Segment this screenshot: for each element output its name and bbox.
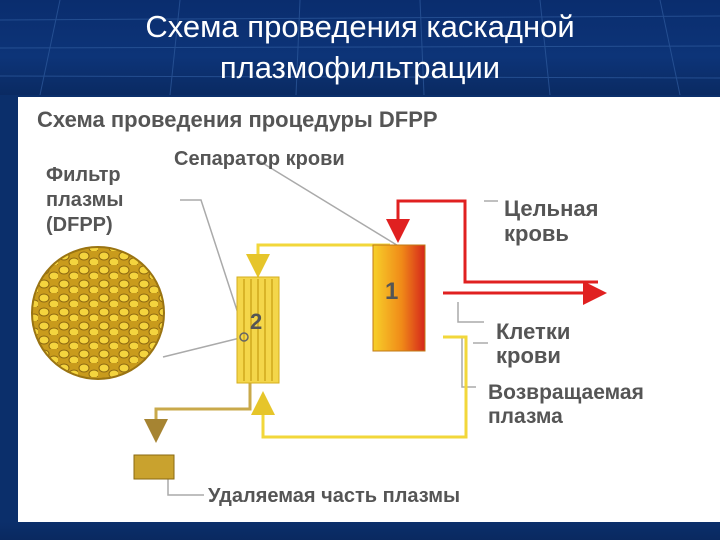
filter-number: 2 (250, 309, 262, 334)
diagram-panel: Схема проведения процедуры DFPP (18, 97, 720, 522)
blood-separator: 1 (372, 244, 426, 352)
removed-plasma-line (144, 365, 252, 443)
slide-title: Схема проведения каскадной плазмофильтра… (0, 6, 720, 88)
slide-title-line-1: Схема проведения каскадной (145, 9, 575, 44)
whole-blood-in-line (386, 199, 598, 284)
filter-membrane-closeup (31, 246, 165, 380)
returned-plasma-label-line-2: плазма (488, 405, 563, 428)
returned-plasma-label-line-1: Возвращаемая (488, 381, 644, 404)
header-grid-background (0, 0, 720, 95)
slide-header: Схема проведения каскадной плазмофильтра… (0, 0, 720, 95)
removed-plasma-container (133, 454, 175, 480)
slide-title-line-2: плазмофильтрации (219, 50, 501, 85)
filter-label-line-3: (DFPP) (46, 214, 113, 236)
blood-lines (386, 199, 607, 305)
leader-lines (162, 158, 498, 496)
diagram-heading: Схема проведения процедуры DFPP (37, 107, 438, 132)
separator-number: 1 (385, 278, 398, 305)
returned-plasma-line (251, 335, 468, 439)
removed-plasma-label: Удаляемая часть плазмы (208, 485, 460, 507)
filter-label-line-2: плазмы (46, 189, 123, 211)
plasma-to-filter-line (246, 243, 390, 278)
separator-label: Сепаратор крови (174, 148, 345, 170)
whole-blood-label-line-2: кровь (504, 221, 569, 246)
blood-cells-label-line-2: крови (496, 343, 561, 368)
membrane-leader-line (162, 336, 245, 358)
slide-footer-band (0, 522, 720, 540)
plasma-filter: 2 (236, 276, 280, 384)
dfpp-diagram: Схема проведения процедуры DFPP (31, 107, 644, 507)
whole-blood-label-line-1: Цельная (504, 196, 598, 221)
filter-leader-line (180, 199, 247, 339)
blood-cells-label-line-1: Клетки (496, 319, 570, 344)
filter-label-line-1: Фильтр (46, 164, 121, 186)
plasma-lines (144, 243, 468, 443)
